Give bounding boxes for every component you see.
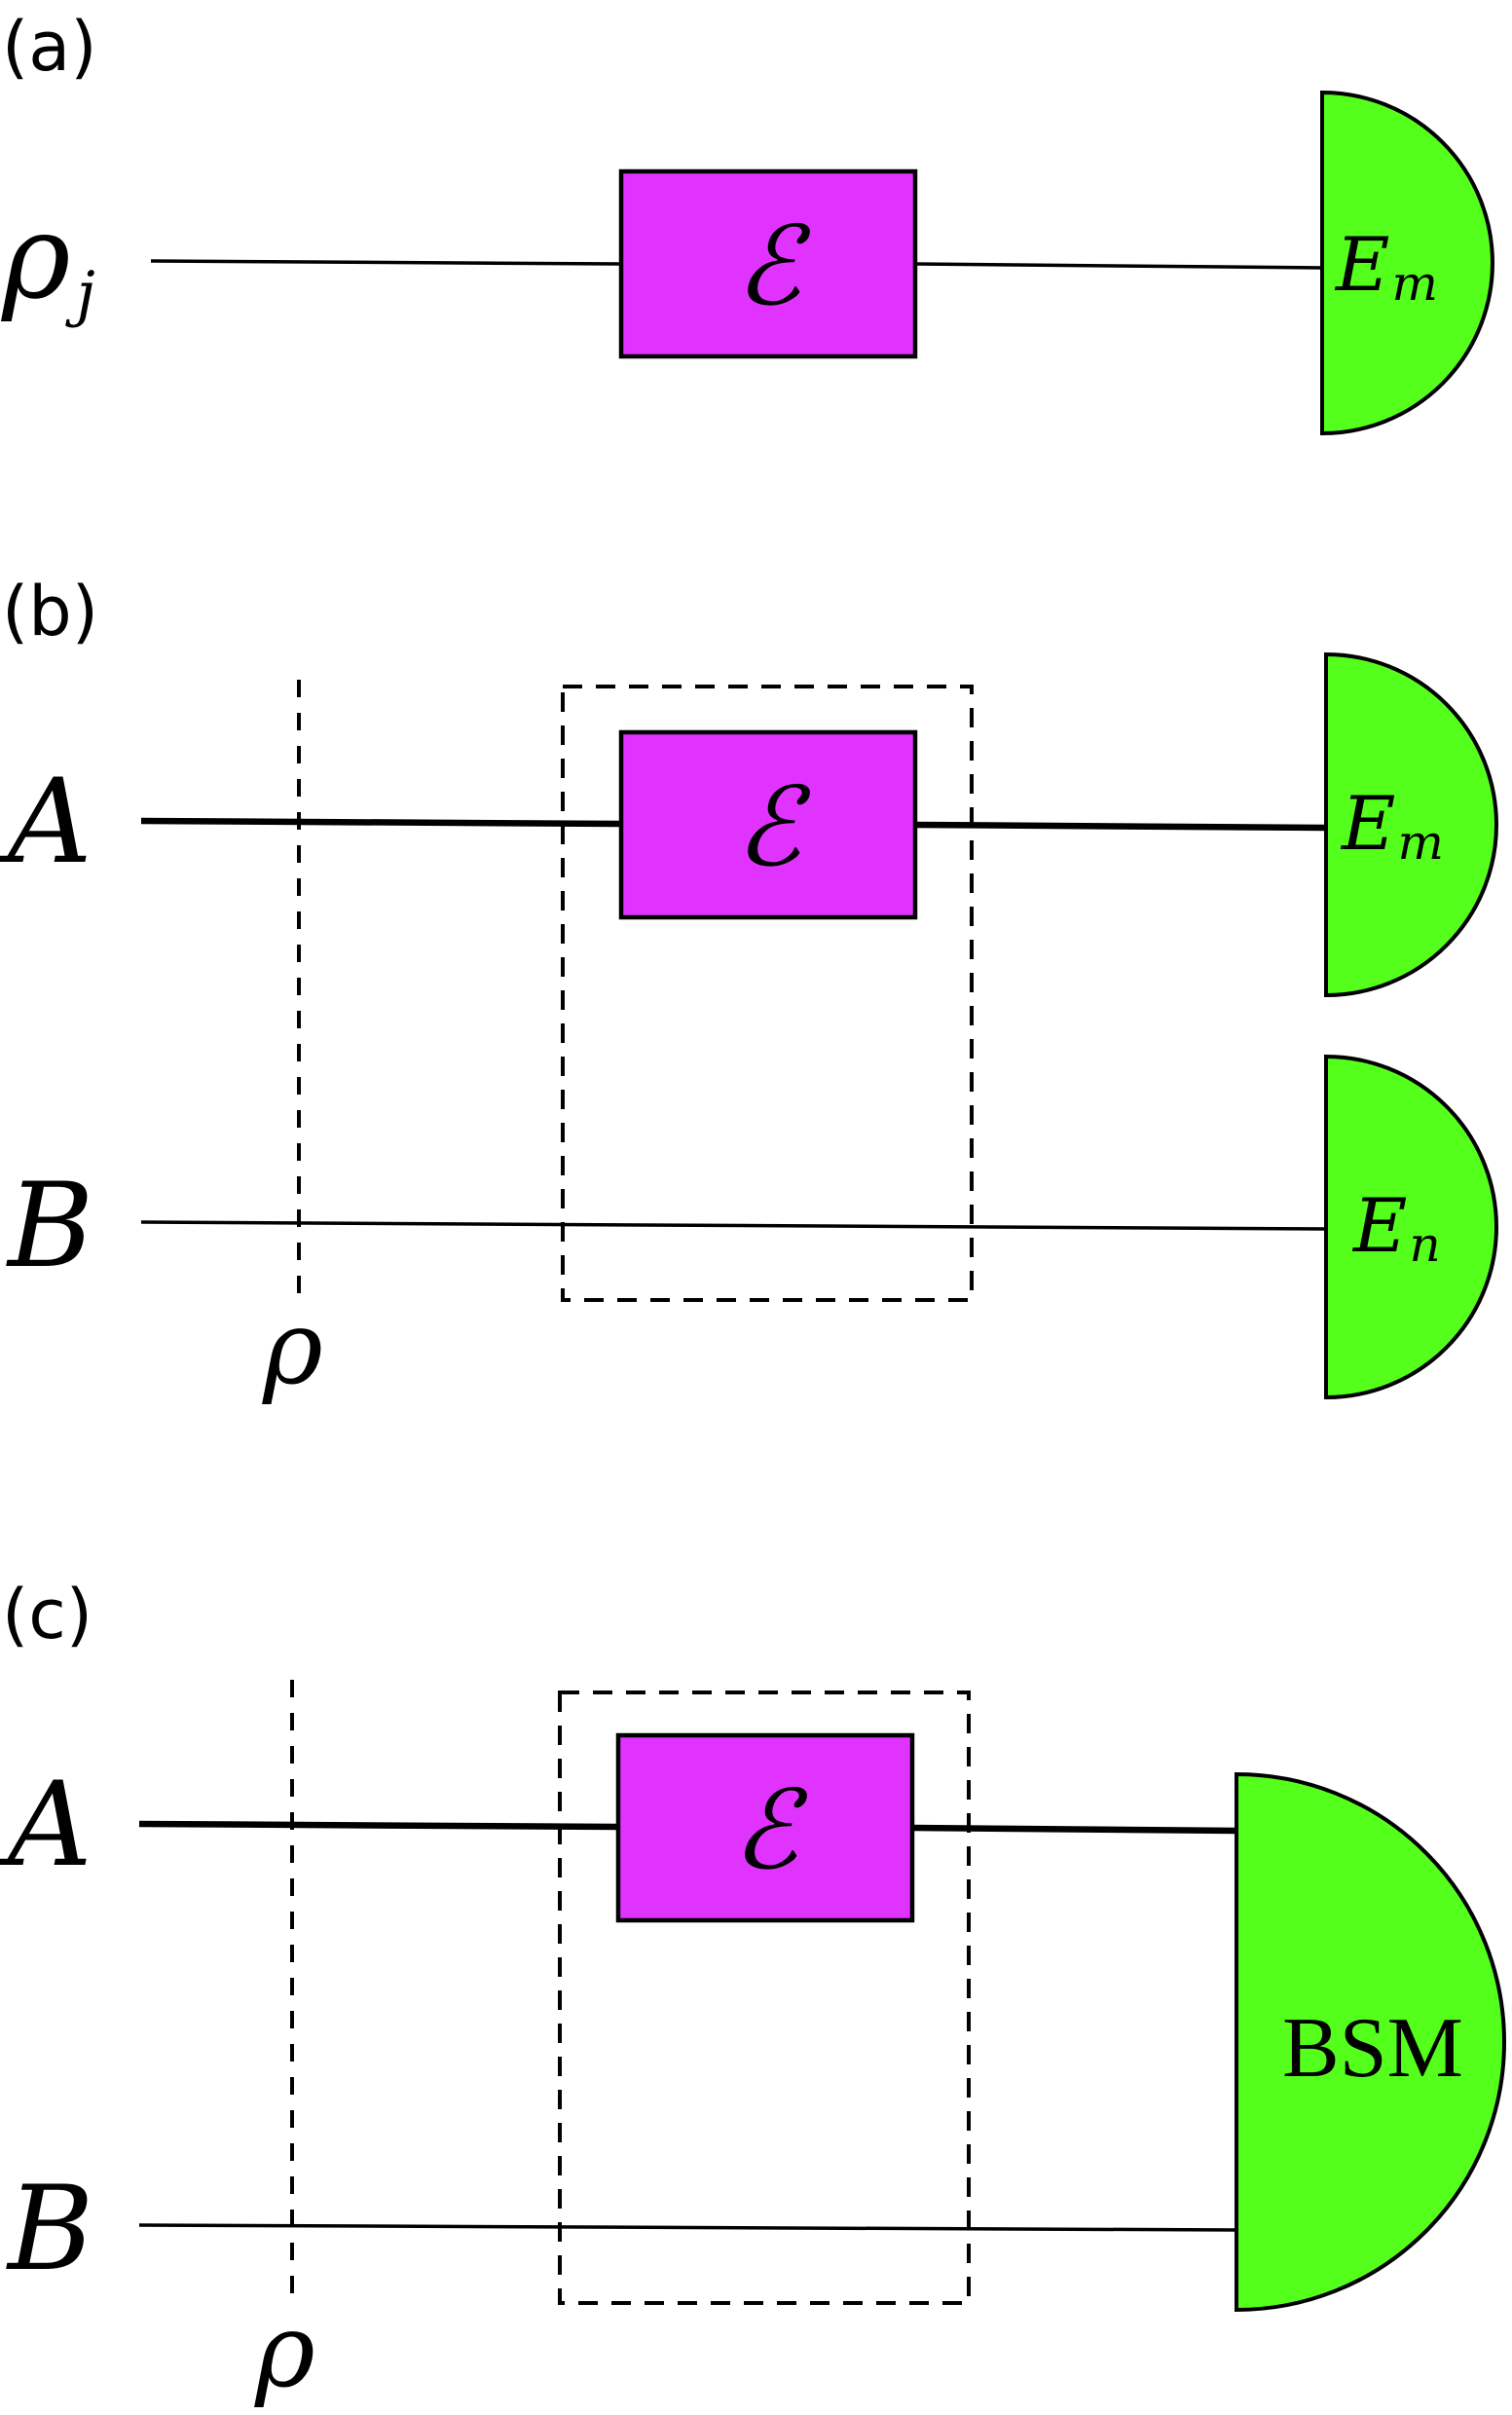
panel-b-measurement-b-label: En [1351,1182,1441,1273]
panel-b-measurement-a-subscript: m [1397,814,1443,871]
panel-c-state-label: ρ [254,2291,315,2410]
panel-c-label: (c) [2,1575,92,1654]
panel-b-measurement-a [1324,651,1498,998]
panel-c-wire-b-label: B [6,2162,93,2297]
panel-b-label: (b) [2,572,98,651]
panel-b-measurement-b [1324,1054,1498,1400]
panel-b-measurement-b-symbol: E [1351,1182,1407,1269]
panel-c-wire-a-in [138,1820,619,1831]
panel-a-label: (a) [2,7,97,87]
panel-c-bell-state-measurement [1235,1771,1506,2313]
panel-a-input-label: ρj [0,190,95,329]
panel-b-wire-a-label: A [0,755,92,890]
panel-a-wire-out [914,262,1323,270]
panel-c-channel-label: ℰ [732,1767,808,1894]
panel-a-measurement-symbol: E [1334,221,1389,308]
panel-b-measurement-a-label: Em [1340,780,1444,871]
panel-b-channel-label: ℰ [735,764,811,891]
panel-c-wire-a-out [911,1824,1237,1835]
panel-c-wire-a-label: A [0,1758,92,1893]
panel-b-wire-b-label: B [6,1159,93,1294]
panel-b-channel-gate [618,729,918,920]
panel-a-measurement-label: Em [1334,221,1438,312]
panel-b-wire-b [140,1220,1327,1231]
panel-a-input-symbol: ρ [0,190,71,325]
panel-c: (c) A B ρ ℰ BSM [0,1575,1506,2410]
panel-b-measurement-b-subscript: n [1409,1216,1440,1273]
panel-b-channel-boundary [561,685,974,1302]
panel-c-wire-b [138,2223,1237,2232]
panel-a-channel-gate [618,168,918,359]
panel-b-wire-a-in [140,817,622,828]
panel-c-channel-boundary [558,1690,971,2305]
panel-a-channel-label: ℰ [735,204,811,330]
panel-a-measurement [1320,90,1494,436]
panel-b-wire-a-out [914,821,1327,832]
panel-b-state-label: ρ [262,1288,323,1407]
panel-b-measurement-a-symbol: E [1340,780,1395,867]
panel-a-measurement-subscript: m [1391,255,1437,312]
panel-a-wire-in [150,259,622,266]
panel-a: (a) ρj ℰ Em [0,7,1494,436]
panel-c-measurement-label: BSM [1282,2001,1463,2096]
panel-b: (b) A B ρ ℰ Em En [0,572,1498,1407]
panel-c-channel-gate [615,1732,915,1923]
